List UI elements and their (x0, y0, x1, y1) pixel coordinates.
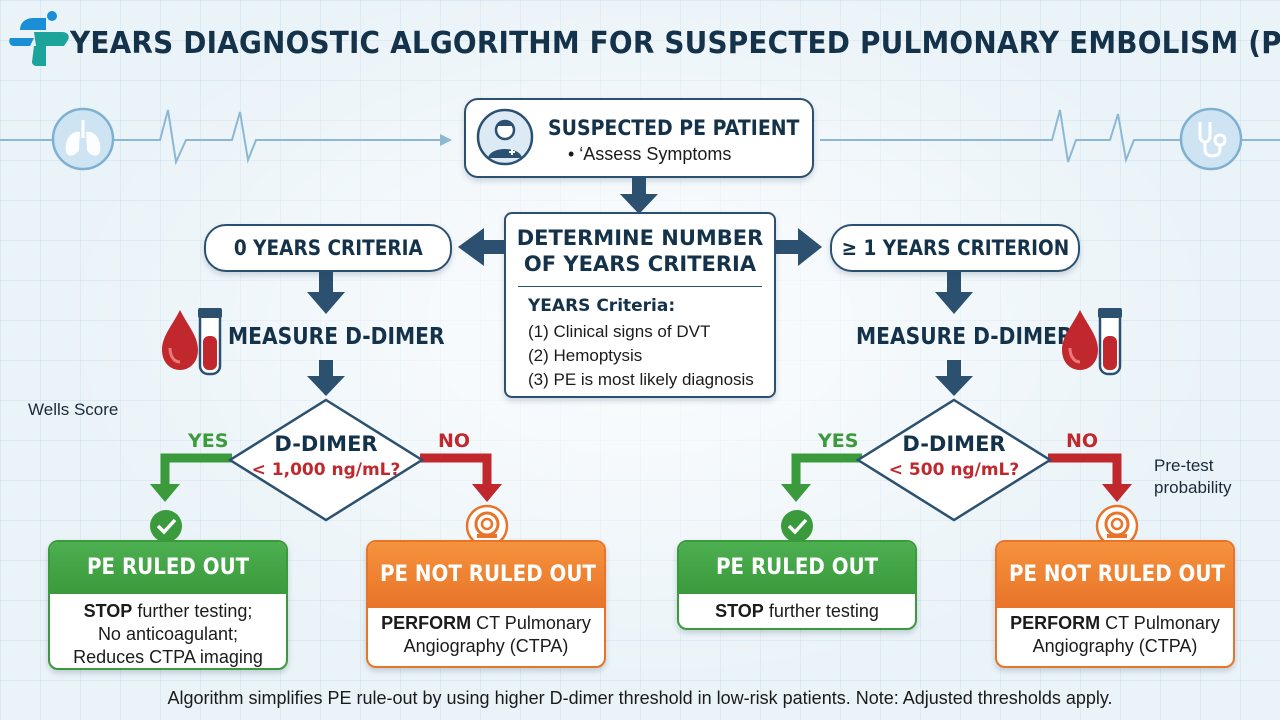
right-yes-label: YES (818, 430, 859, 452)
left-ruled-out-body: STOP further testing; No anticoagulant; … (50, 594, 286, 668)
stethoscope-icon (1179, 107, 1243, 171)
footer-note: Algorithm simplifies PE rule-out by usin… (167, 688, 1113, 708)
patient-icon (476, 108, 534, 166)
left-measure-d-dimer: MEASURE D-DIMER (228, 324, 445, 350)
wells-score-note: Wells Score (28, 400, 119, 419)
left-decision-threshold: < 1,000 ng/mL? (251, 460, 401, 480)
left-ruled-out-line-1-text: further testing; (132, 601, 253, 621)
right-not-ruled-out-title: PE NOT RULED OUT (997, 542, 1233, 608)
right-not-ruled-out-line-1-text: CT Pulmonary (1100, 613, 1220, 633)
medical-logo (9, 11, 69, 66)
right-ruled-out-title-text: PE RULED OUT (715, 555, 879, 580)
zero-years-criteria-pill: 0 YEARS CRITERIA (204, 224, 452, 272)
left-ruled-out-line-3: Reduces CTPA imaging (73, 647, 263, 667)
right-pe-ruled-out-box: PE RULED OUT STOP further testing (677, 540, 917, 630)
right-not-ruled-out-body: PERFORM CT Pulmonary Angiography (CTPA) (997, 608, 1233, 658)
check-icon (150, 510, 182, 542)
right-ruled-out-line-1-text: further testing (763, 601, 879, 621)
left-ruled-out-line-2: No anticoagulant; (97, 624, 239, 644)
right-not-ruled-out-line-1-bold: PERFORM (1010, 613, 1101, 633)
pretest-note-line2: probability (1154, 478, 1232, 497)
right-decision-diamond (855, 398, 1053, 522)
one-plus-years-criterion-pill: ≥ 1 YEARS CRITERION (830, 224, 1080, 272)
left-not-ruled-out-title: PE NOT RULED OUT (368, 542, 604, 608)
criteria-item-1: (1) Clinical signs of DVT (528, 322, 711, 341)
determine-heading-line1: DETERMINE NUMBER (516, 226, 764, 250)
left-ruled-out-title-text: PE RULED OUT (86, 555, 250, 580)
right-ruled-out-body: STOP further testing (679, 594, 915, 623)
left-pe-not-ruled-out-box: PE NOT RULED OUT PERFORM CT Pulmonary An… (366, 540, 606, 668)
left-ruled-out-line-1: STOP further testing; (50, 600, 286, 623)
left-not-ruled-out-line-2: Angiography (CTPA) (403, 636, 569, 656)
ct-scanner-icon (1095, 504, 1139, 548)
pretest-note-line1: Pre-test (1154, 456, 1214, 475)
suspected-pe-patient-box: SUSPECTED PE PATIENT • ‘Assess Symptoms (464, 98, 814, 178)
right-ruled-out-line-1: STOP further testing (679, 600, 915, 623)
zero-years-criteria-label: 0 YEARS CRITERIA (233, 236, 423, 260)
right-no-label: NO (1066, 430, 1099, 452)
one-plus-years-criterion-label: ≥ 1 YEARS CRITERION (841, 236, 1069, 260)
left-pe-ruled-out-box: PE RULED OUT STOP further testing; No an… (48, 540, 288, 670)
right-measure-d-dimer: MEASURE D-DIMER (856, 324, 1073, 350)
lungs-icon (51, 107, 115, 171)
criteria-item-3: (3) PE is most likely diagnosis (528, 370, 754, 389)
right-not-ruled-out-line-2: Angiography (CTPA) (1032, 636, 1198, 656)
start-heading: SUSPECTED PE PATIENT (548, 116, 800, 140)
determine-heading-line2: OF YEARS CRITERIA (523, 252, 757, 276)
left-yes-label: YES (188, 430, 229, 452)
left-not-ruled-out-body: PERFORM CT Pulmonary Angiography (CTPA) (368, 608, 604, 658)
heartbeat-line-right (820, 109, 1280, 164)
right-not-ruled-out-line-1: PERFORM CT Pulmonary (997, 612, 1233, 635)
criteria-item-2: (2) Hemoptysis (528, 346, 643, 365)
left-not-ruled-out-title-text: PE NOT RULED OUT (379, 562, 596, 587)
right-ruled-out-title: PE RULED OUT (679, 542, 915, 594)
right-not-ruled-out-title-text: PE NOT RULED OUT (1008, 562, 1225, 587)
right-decision-threshold: < 500 ng/mL? (888, 460, 1020, 480)
left-decision-label: D-DIMER (274, 432, 378, 456)
right-ruled-out-line-1-bold: STOP (715, 601, 764, 621)
left-ruled-out-line-1-bold: STOP (83, 601, 133, 621)
check-icon (781, 510, 813, 542)
right-pe-not-ruled-out-box: PE NOT RULED OUT PERFORM CT Pulmonary An… (995, 540, 1235, 668)
determine-criteria-box: DETERMINE NUMBER OF YEARS CRITERIA YEARS… (504, 212, 776, 398)
criteria-title: YEARS Criteria: (528, 296, 676, 316)
left-no-label: NO (438, 430, 471, 452)
start-bullet: • ‘Assess Symptoms (568, 144, 732, 164)
left-not-ruled-out-line-1: PERFORM CT Pulmonary (368, 612, 604, 635)
blood-tube-icon (1062, 308, 1122, 376)
page-title: YEARS DIAGNOSTIC ALGORITHM FOR SUSPECTED… (70, 26, 1280, 61)
blood-tube-icon (162, 308, 222, 376)
left-ruled-out-title: PE RULED OUT (50, 542, 286, 594)
determine-divider (518, 286, 762, 287)
ct-scanner-icon (465, 504, 509, 548)
heartbeat-line-left (0, 109, 452, 166)
left-not-ruled-out-line-1-text: CT Pulmonary (471, 613, 591, 633)
left-not-ruled-out-line-1-bold: PERFORM (381, 613, 472, 633)
right-decision-label: D-DIMER (902, 432, 1006, 456)
left-decision-diamond (227, 398, 425, 522)
